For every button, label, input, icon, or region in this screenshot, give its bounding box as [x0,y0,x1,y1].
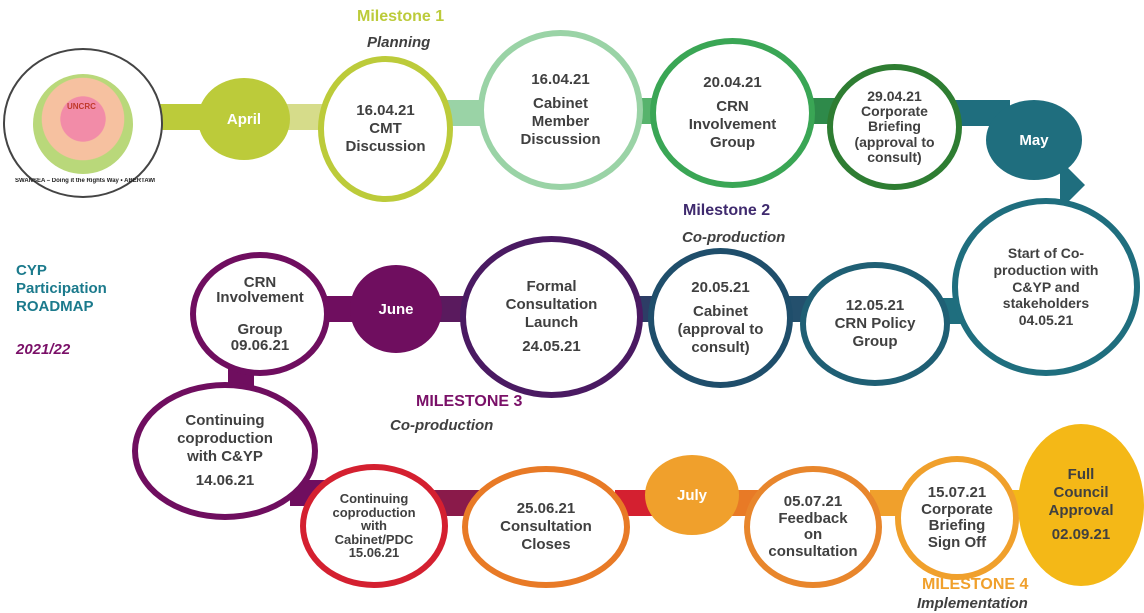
step-consultation-closes-date: 25.06.21 [516,500,576,517]
milestone-1-subtitle: Planning [367,34,431,51]
step-formal-consultation-launch: Formal Consultation Launch 24.05.21 [460,236,643,398]
step-crn-june-text: CRN Involvement Group [216,273,304,338]
milestone-2-title: Milestone 2 [683,202,771,219]
step-sign-off-date: 15.07.21 [927,484,987,501]
step-feedback-text: Feedback on consultation [768,509,858,560]
connector-may-start [1060,160,1085,210]
step-cabinet-member-discussion: 16.04.21 Cabinet Member Discussion [478,30,643,190]
step-full-council-text: Full Council Approval [1048,466,1114,519]
step-cmt-text: CMT Discussion [345,120,426,155]
uncrc-logo: UNCRC SWANSEA – Doing it the Rights Way … [3,48,163,198]
step-corporate-briefing-sign-off: 15.07.21 Corporate Briefing Sign Off [895,456,1019,580]
step-consultation-closes: 25.06.21 Consultation Closes [462,466,630,588]
roadmap-title-line1: CYP [16,262,47,279]
step-corporate-briefing-text: Corporate Briefing (approval to consult) [854,102,935,166]
month-june: June [350,265,442,353]
step-crn-april-date: 20.04.21 [703,74,762,91]
step-sign-off-text: Corporate Briefing Sign Off [921,500,993,551]
roadmap-year: 2021/22 [16,341,71,358]
step-crn-involvement-april: 20.04.21 CRN Involvement Group [650,38,815,188]
step-start-coproduction-text: Start of Co- production with C&YP and st… [993,245,1099,312]
month-april: April [198,78,290,160]
step-feedback-date: 05.07.21 [783,493,843,510]
milestone-1-title: Milestone 1 [357,8,445,25]
step-consultation-closes-text: Consultation Closes [500,518,592,553]
step-start-coproduction: Start of Co- production with C&YP and st… [952,198,1140,376]
step-full-council-approval: Full Council Approval 02.09.21 [1018,424,1144,586]
step-crn-policy-group: 12.05.21 CRN Policy Group [800,262,950,386]
step-continuing-cyp-date: 14.06.21 [195,472,255,489]
step-cmt-discussion: 16.04.21 CMT Discussion [318,56,453,202]
logo-badge: UNCRC [67,102,96,111]
step-formal-consultation-date: 24.05.21 [522,338,581,355]
step-crn-april-text: CRN Involvement Group [688,98,777,151]
step-continuing-cabinet-text: Continuing coproduction with Cabinet/PDC [332,490,416,547]
step-cmt-date: 16.04.21 [356,102,415,119]
logo-dragon-illustration [33,74,133,174]
step-cabinet-approval-date: 20.05.21 [691,279,750,296]
step-cabinet-member-date: 16.04.21 [531,71,590,88]
step-full-council-date: 02.09.21 [1051,526,1111,543]
step-crn-policy-date: 12.05.21 [845,297,905,314]
milestone-2-subtitle: Co-production [682,229,786,246]
step-cabinet-approval: 20.05.21 Cabinet (approval to consult) [648,248,793,388]
step-formal-consultation-text: Formal Consultation Launch [505,278,598,331]
step-continuing-cabinet-date: 15.06.21 [348,545,400,561]
logo-ring-text: SWANSEA – Doing it the Rights Way • ABER… [15,178,155,184]
roadmap-title-line3: ROADMAP [16,298,94,315]
step-crn-june-date: 09.06.21 [230,336,290,354]
step-continuing-cyp-text: Continuing coproduction with C&YP [177,412,273,465]
month-july: July [645,455,739,535]
step-crn-involvement-june: CRN Involvement Group 09.06.21 [190,252,330,376]
step-cabinet-member-text: Cabinet Member Discussion [520,95,601,148]
step-crn-policy-text: CRN Policy Group [834,315,916,350]
step-continuing-coproduction-cyp: Continuing coproduction with C&YP 14.06.… [132,382,318,520]
month-may: May [986,100,1082,180]
step-start-coproduction-date: 04.05.21 [1018,312,1074,329]
step-corporate-briefing: 29.04.21 Corporate Briefing (approval to… [827,64,962,190]
roadmap-title: CYP Participation ROADMAP [16,262,107,316]
milestone-3-subtitle: Co-production [390,417,494,434]
step-corporate-briefing-date: 29.04.21 [867,87,922,104]
step-continuing-coproduction-cabinet: Continuing coproduction with Cabinet/PDC… [300,464,448,588]
milestone-4-subtitle: Implementation [917,595,1028,612]
roadmap-title-line2: Participation [16,280,107,297]
milestone-3-title: MILESTONE 3 [416,393,523,410]
step-feedback-consultation: 05.07.21 Feedback on consultation [744,466,882,588]
step-cabinet-approval-text: Cabinet (approval to consult) [677,303,764,356]
milestone-4-title: MILESTONE 4 [922,576,1029,593]
